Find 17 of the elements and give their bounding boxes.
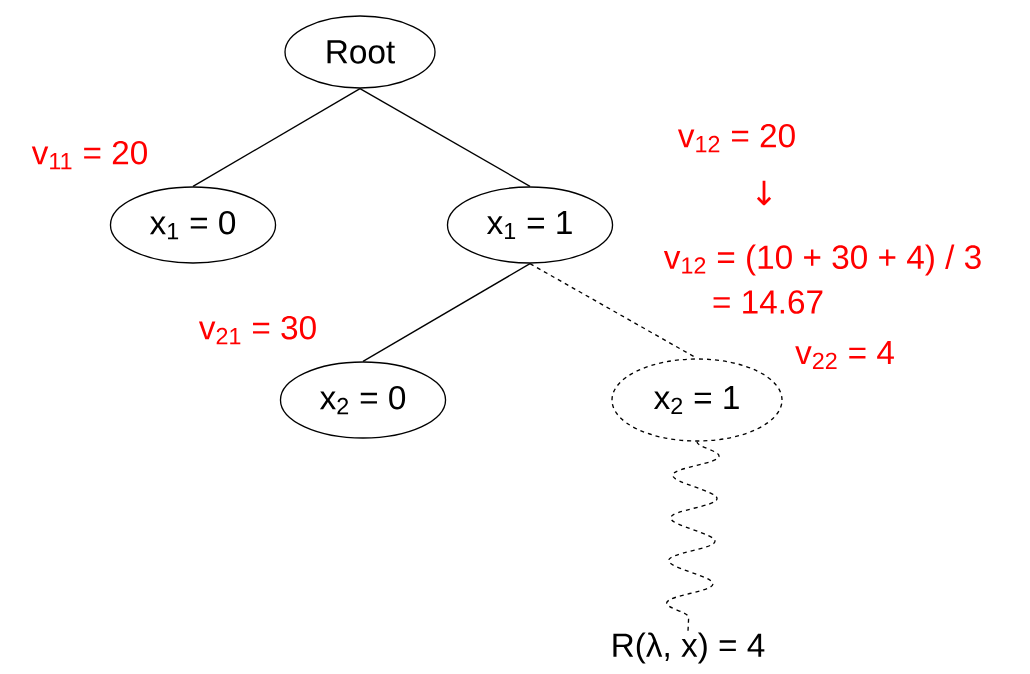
value-label: v$_{21}$ = 30 <box>198 315 316 345</box>
ellipse-node: x$_{2}$ = 0 <box>279 361 447 439</box>
ellipse-node: Root <box>284 15 436 89</box>
connector-line <box>192 88 361 187</box>
value-label: v$_{22}$ = 4 <box>795 341 894 369</box>
ellipse-node: x$_{1}$ = 0 <box>109 186 277 264</box>
connector-line <box>359 88 531 187</box>
value-label: v$_{12}$ = 20 <box>677 123 795 153</box>
direction-arrow: ↓ <box>756 180 772 206</box>
value-label: v$_{12}$ = (10 + 30 + 4) / 3 <box>663 244 981 276</box>
ellipse-node: x$_{1}$ = 1 <box>446 186 614 264</box>
value-label: = 14.67 <box>713 290 823 314</box>
connector-line <box>666 441 720 632</box>
value-label: v$_{11}$ = 20 <box>31 140 147 170</box>
result-text: R(λ, x) = 4 <box>613 632 765 664</box>
connector-line <box>362 263 531 362</box>
ellipse-node: x$_{2}$ = 1 <box>611 358 783 442</box>
